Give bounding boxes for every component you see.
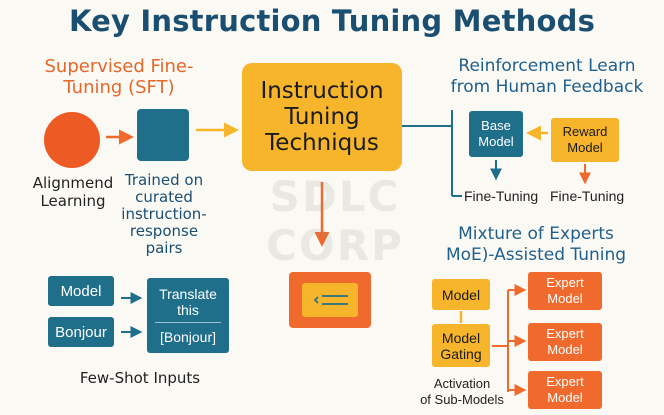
fine-tuning-label-right: Fine-Tuning xyxy=(550,188,625,204)
center-to-rlhf-branch xyxy=(402,110,462,197)
center-line1: Instruction xyxy=(260,78,384,104)
moe-model-node: Model xyxy=(432,279,490,310)
fewshot-model-node: Model xyxy=(48,276,114,306)
rlhf-title: Reinforcement Learn from Human Feedback xyxy=(442,56,652,98)
activation-line1: Activation xyxy=(433,376,491,391)
expert-model-node-2: Expert Model xyxy=(528,323,602,361)
trained-line1: Trained on xyxy=(124,171,204,189)
trained-label: Trained on curated instruction- response… xyxy=(114,172,214,257)
reward-model-line1: Reward xyxy=(562,124,608,139)
page-title: Key Instruction Tuning Methods xyxy=(68,4,596,38)
translate-node: Translate this [Bonjour] xyxy=(147,278,229,353)
center-node: Instruction Tuning Techniqus xyxy=(242,63,402,171)
expert-model-node-1: Expert Model xyxy=(528,272,602,310)
fine-tuning-label-left: Fine-Tuning xyxy=(464,188,539,204)
expert-model-node-3: Expert Model xyxy=(528,371,602,409)
expert-3-line1: Expert xyxy=(546,374,584,389)
fewshot-label: Few-Shot Inputs xyxy=(79,369,201,387)
moe-title-line2: MoE)-Assisted Tuning xyxy=(445,245,627,265)
trained-line4: response xyxy=(129,222,199,240)
base-model-line2: Model xyxy=(478,134,514,149)
moe-gating-node: Model Gating xyxy=(432,324,490,367)
rlhf-title-line1: Reinforcement Learn xyxy=(458,56,636,76)
trained-line2: curated xyxy=(135,188,193,206)
activation-line2: of Sub-Models xyxy=(420,392,504,407)
document-icon-box xyxy=(289,272,371,328)
trained-line5: pairs xyxy=(145,239,183,257)
translate-line2: this xyxy=(177,302,199,318)
activation-label: Activation of Sub-Models xyxy=(416,376,508,408)
center-line3: Techniqus xyxy=(265,130,379,156)
sft-title-line2: Tuning (SFT) xyxy=(63,77,175,98)
gating-line1: Model xyxy=(441,329,481,346)
center-line2: Tuning xyxy=(284,104,360,130)
sft-title: Supervised Fine- Tuning (SFT) xyxy=(34,56,204,98)
expert-1-line1: Expert xyxy=(546,275,584,290)
alignment-circle xyxy=(44,112,100,168)
expert-1-line2: Model xyxy=(547,291,583,306)
alignment-label-line2: Learning xyxy=(40,192,106,210)
document-lines-icon xyxy=(313,295,348,305)
translate-divider xyxy=(155,322,221,323)
document-icon xyxy=(302,283,358,317)
alignment-label-line1: Alignmend xyxy=(32,174,114,192)
translate-line3: [Bonjour] xyxy=(159,329,217,345)
trained-line3: instruction- xyxy=(121,205,207,223)
sft-title-line1: Supervised Fine- xyxy=(44,56,194,77)
fewshot-bonjour-node: Bonjour xyxy=(48,317,114,347)
sft-square xyxy=(137,109,189,161)
expert-2-line1: Expert xyxy=(546,326,584,341)
moe-title: Mixture of Experts MoE)-Assisted Tuning xyxy=(420,224,652,266)
watermark: SDLC CORP xyxy=(266,172,404,270)
alignment-label: Alignmend Learning xyxy=(20,174,126,210)
reward-model-node: Reward Model xyxy=(551,118,619,162)
base-model-node: Base Model xyxy=(469,111,523,157)
expert-2-line2: Model xyxy=(547,342,583,357)
translate-line1: Translate xyxy=(159,286,217,302)
rlhf-title-line2: from Human Feedback xyxy=(450,77,644,97)
reward-model-line2: Model xyxy=(567,140,603,155)
base-model-line1: Base xyxy=(481,118,511,133)
moe-title-line1: Mixture of Experts xyxy=(458,224,614,244)
expert-3-line2: Model xyxy=(547,390,583,405)
gating-line2: Gating xyxy=(440,345,482,362)
